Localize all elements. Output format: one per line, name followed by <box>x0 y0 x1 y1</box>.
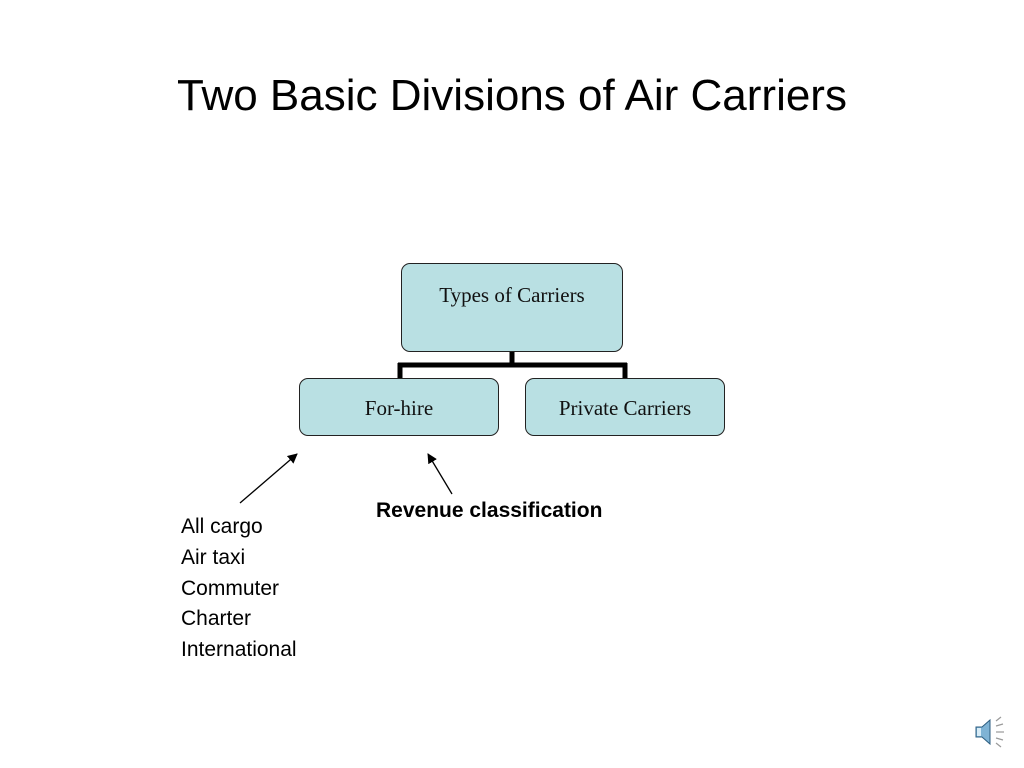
list-item: Commuter <box>181 576 280 600</box>
node-types-of-carriers: Types of Carriers <box>401 263 623 352</box>
list-item: International <box>181 638 297 662</box>
node-private-carriers: Private Carriers <box>525 378 725 436</box>
node-for-hire: For-hire <box>299 378 499 436</box>
arrow-list-to-forhire <box>239 453 298 504</box>
list-item: Air taxi <box>181 545 246 569</box>
for-hire-types-list: All cargo Air taxi Commuter Charter Inte… <box>181 512 297 666</box>
slide-title: Two Basic Divisions of Air Carriers <box>177 71 847 120</box>
arrow-revenue-to-forhire <box>427 453 453 495</box>
list-item: Charter <box>181 607 252 631</box>
hierarchy-lines <box>397 351 628 379</box>
node-label: Private Carriers <box>558 396 692 420</box>
speaker-icon[interactable] <box>970 712 1010 752</box>
list-item: All cargo <box>181 515 263 538</box>
node-label: For-hire <box>364 396 434 420</box>
node-label: Types of Carriers <box>439 283 585 307</box>
revenue-classification-label: Revenue classification <box>376 499 603 522</box>
